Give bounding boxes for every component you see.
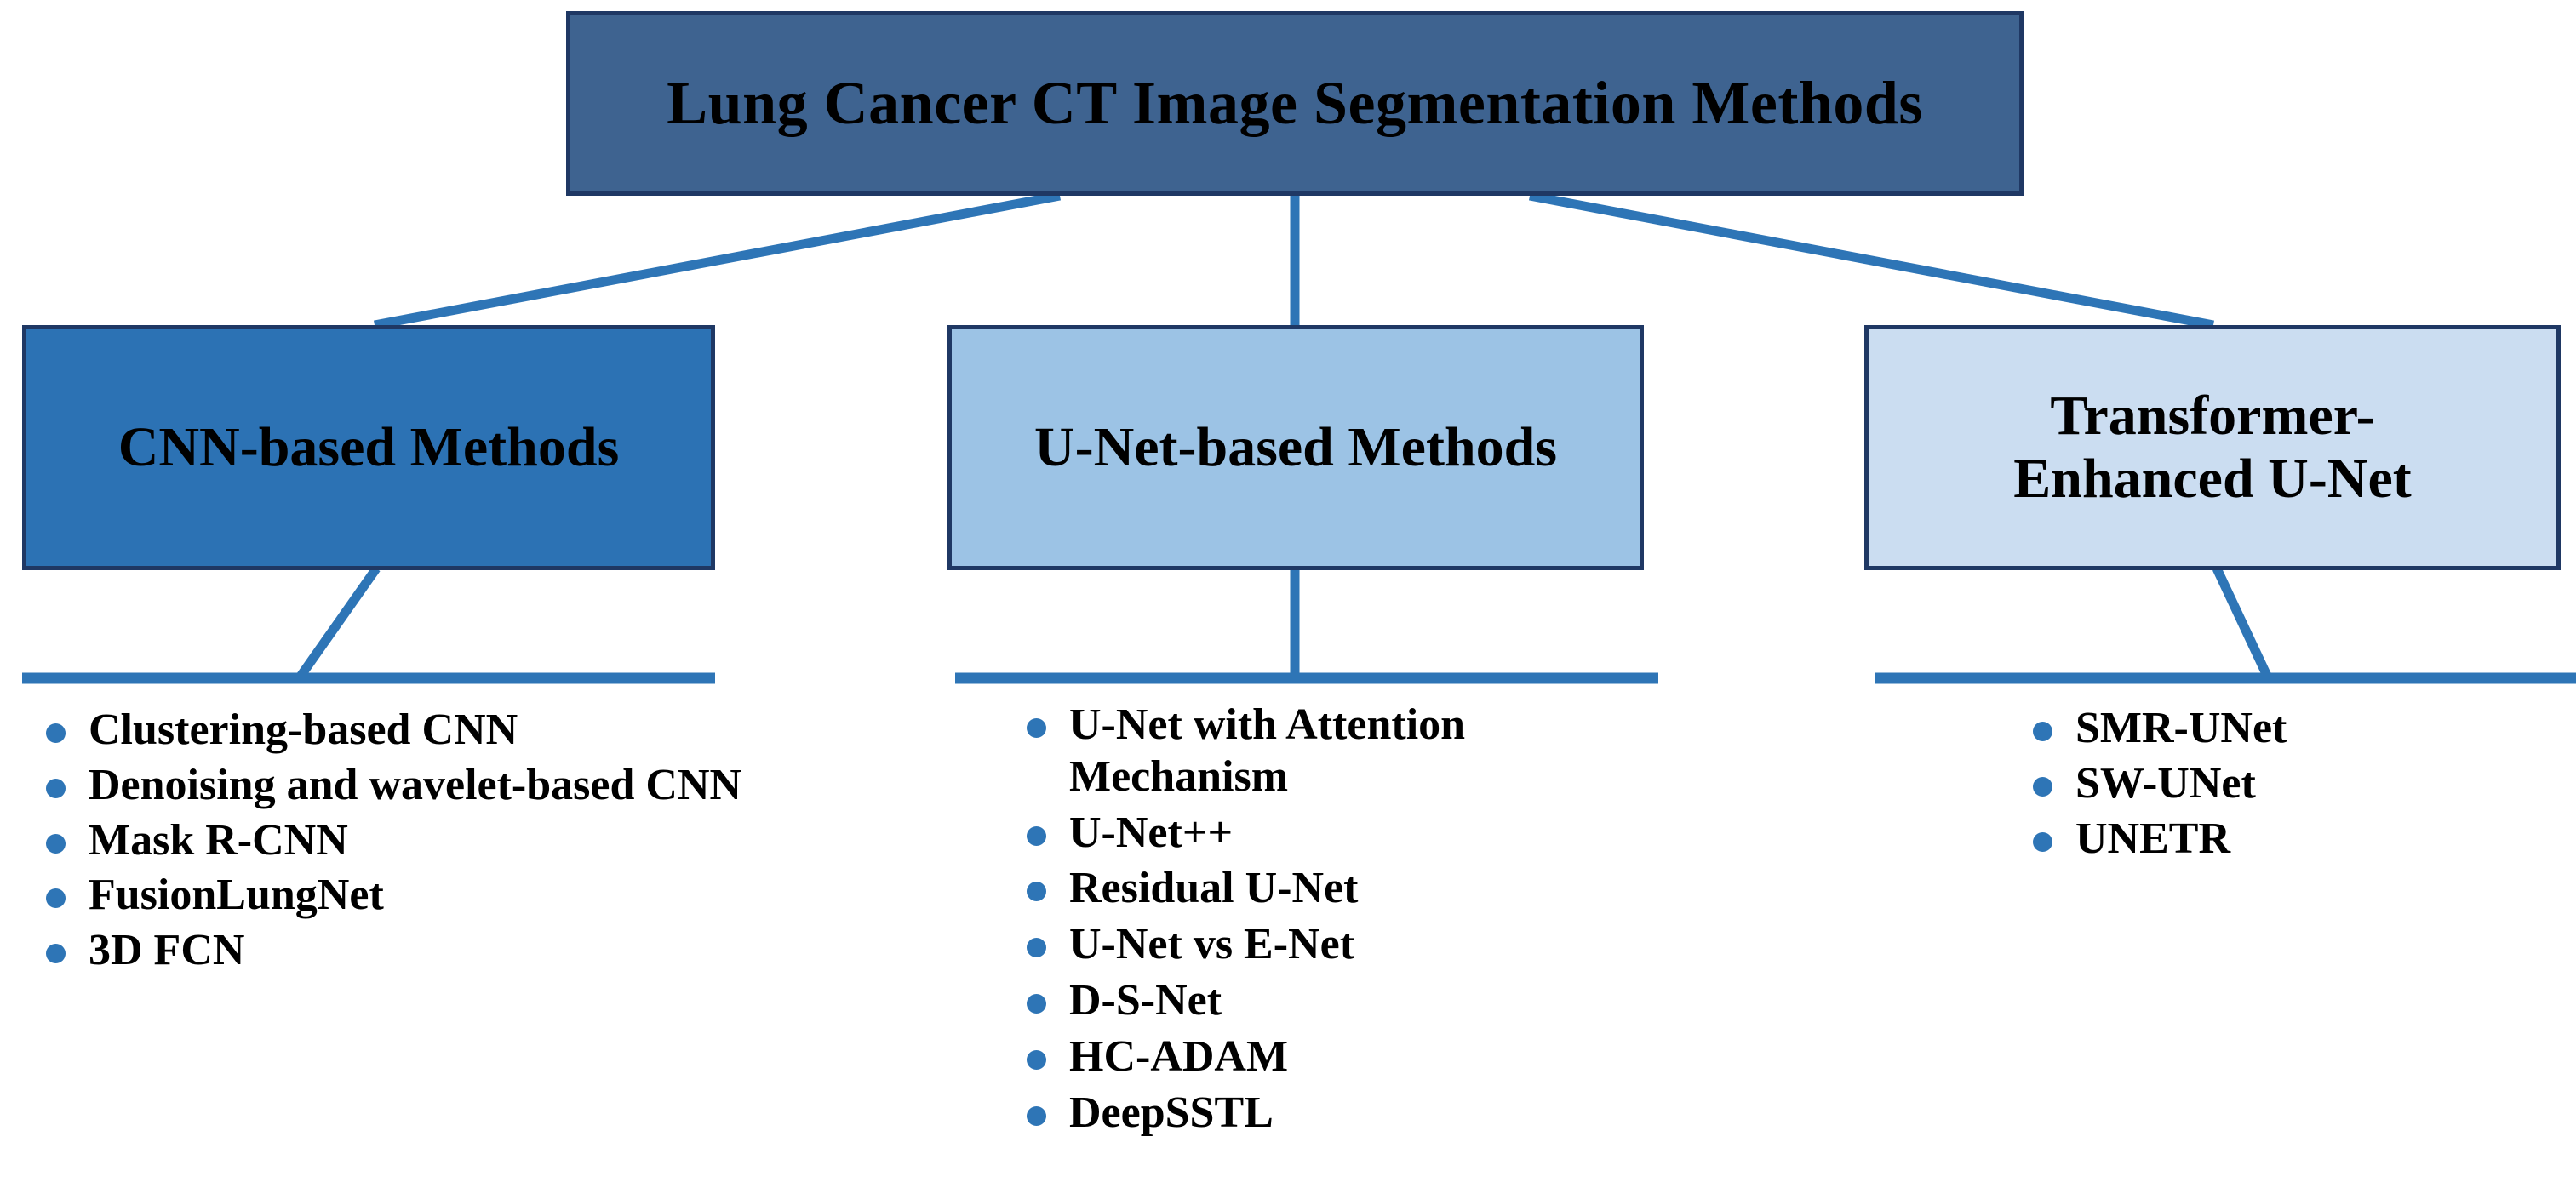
root-node-label: Lung Cancer CT Image Segmentation Method…	[667, 69, 1923, 138]
bullet-dot-icon	[1027, 718, 1046, 738]
bullet-dot-icon	[46, 723, 66, 743]
bullet-dot-icon	[46, 833, 66, 854]
connector-cnn-to-list	[295, 565, 381, 681]
list-item-label: U-Net vs E-Net	[1069, 920, 1355, 969]
list-item: Denoising and wavelet-based CNN	[22, 760, 754, 812]
category-node-u-net-based-methods: U-Net-based Methods	[947, 325, 1644, 570]
bullet-list-cnn: Clustering-based CNN Denoising and wavel…	[22, 705, 754, 977]
list-item: U-Net++	[1003, 808, 1684, 860]
list-item: Mask R-CNN	[22, 815, 754, 867]
list-item: Residual U-Net	[1003, 863, 1684, 915]
bullet-dot-icon	[1027, 994, 1046, 1014]
bullet-dot-icon	[1027, 882, 1046, 902]
root-node-lung-cancer-ct-image-segmentation-methods: Lung Cancer CT Image Segmentation Method…	[566, 11, 2024, 196]
list-item-label: U-Net with Attention Mechanism	[1069, 700, 1466, 801]
list-item: FusionLungNet	[22, 870, 754, 922]
list-item-label: HC-ADAM	[1069, 1031, 1289, 1081]
list-item: HC-ADAM	[1003, 1031, 1684, 1083]
list-item-label: Clustering-based CNN	[89, 705, 518, 754]
connector-transformer-to-list	[2212, 566, 2272, 680]
list-item: Clustering-based CNN	[22, 705, 754, 757]
list-item: UNETR	[2009, 814, 2576, 865]
bullet-dot-icon	[1027, 1049, 1046, 1070]
bullet-list-transformer: SMR-UNet SW-UNet UNETR	[2009, 703, 2576, 865]
list-item-label: D-S-Net	[1069, 976, 1222, 1025]
category-node-label-cnn: CNN-based Methods	[117, 416, 620, 479]
list-item-label: Mask R-CNN	[89, 815, 348, 865]
list-item: D-S-Net	[1003, 975, 1684, 1027]
category-node-label-transformer: Transformer- Enhanced U-Net	[2013, 385, 2412, 510]
method-list-cnn: Clustering-based CNN Denoising and wavel…	[22, 705, 754, 980]
bullet-dot-icon	[1027, 1105, 1046, 1126]
bullet-dot-icon	[1027, 938, 1046, 958]
list-item-label: SW-UNet	[2075, 758, 2256, 808]
list-item-label: DeepSSTL	[1069, 1088, 1274, 1137]
connector-root-to-transformer	[1528, 191, 2215, 330]
list-item: SMR-UNet	[2009, 703, 2576, 755]
category-node-transformer-enhanced-u-net: Transformer- Enhanced U-Net	[1864, 325, 2561, 570]
list-item-label: UNETR	[2075, 814, 2231, 863]
list-item: U-Net with Attention Mechanism	[1003, 700, 1684, 803]
list-item: 3D FCN	[22, 925, 754, 977]
method-list-transformer: SMR-UNet SW-UNet UNETR	[2009, 703, 2576, 868]
category-node-cnn-based-methods: CNN-based Methods	[22, 325, 715, 570]
list-item-label: U-Net++	[1069, 808, 1234, 857]
connector-root-to-cnn	[373, 191, 1062, 330]
list-item-label: FusionLungNet	[89, 871, 384, 920]
list-item: SW-UNet	[2009, 758, 2576, 810]
list-item-label: SMR-UNet	[2075, 704, 2287, 752]
bullet-list-unet: U-Net with Attention Mechanism U-Net++ R…	[1003, 700, 1684, 1139]
bullet-dot-icon	[2033, 831, 2052, 852]
list-item: U-Net vs E-Net	[1003, 919, 1684, 971]
bullet-dot-icon	[46, 778, 66, 798]
category-node-label-unet: U-Net-based Methods	[1033, 416, 1558, 479]
list-item-label: 3D FCN	[89, 926, 245, 975]
list-item: DeepSSTL	[1003, 1088, 1684, 1139]
bullet-dot-icon	[46, 944, 66, 964]
bullet-dot-icon	[2033, 776, 2052, 797]
bullet-dot-icon	[2033, 722, 2052, 741]
list-item-label: Residual U-Net	[1069, 864, 1359, 913]
bullet-dot-icon	[46, 888, 66, 909]
bullet-dot-icon	[1027, 825, 1046, 846]
method-list-unet: U-Net with Attention Mechanism U-Net++ R…	[1003, 700, 1684, 1144]
list-item-label: Denoising and wavelet-based CNN	[89, 760, 742, 809]
